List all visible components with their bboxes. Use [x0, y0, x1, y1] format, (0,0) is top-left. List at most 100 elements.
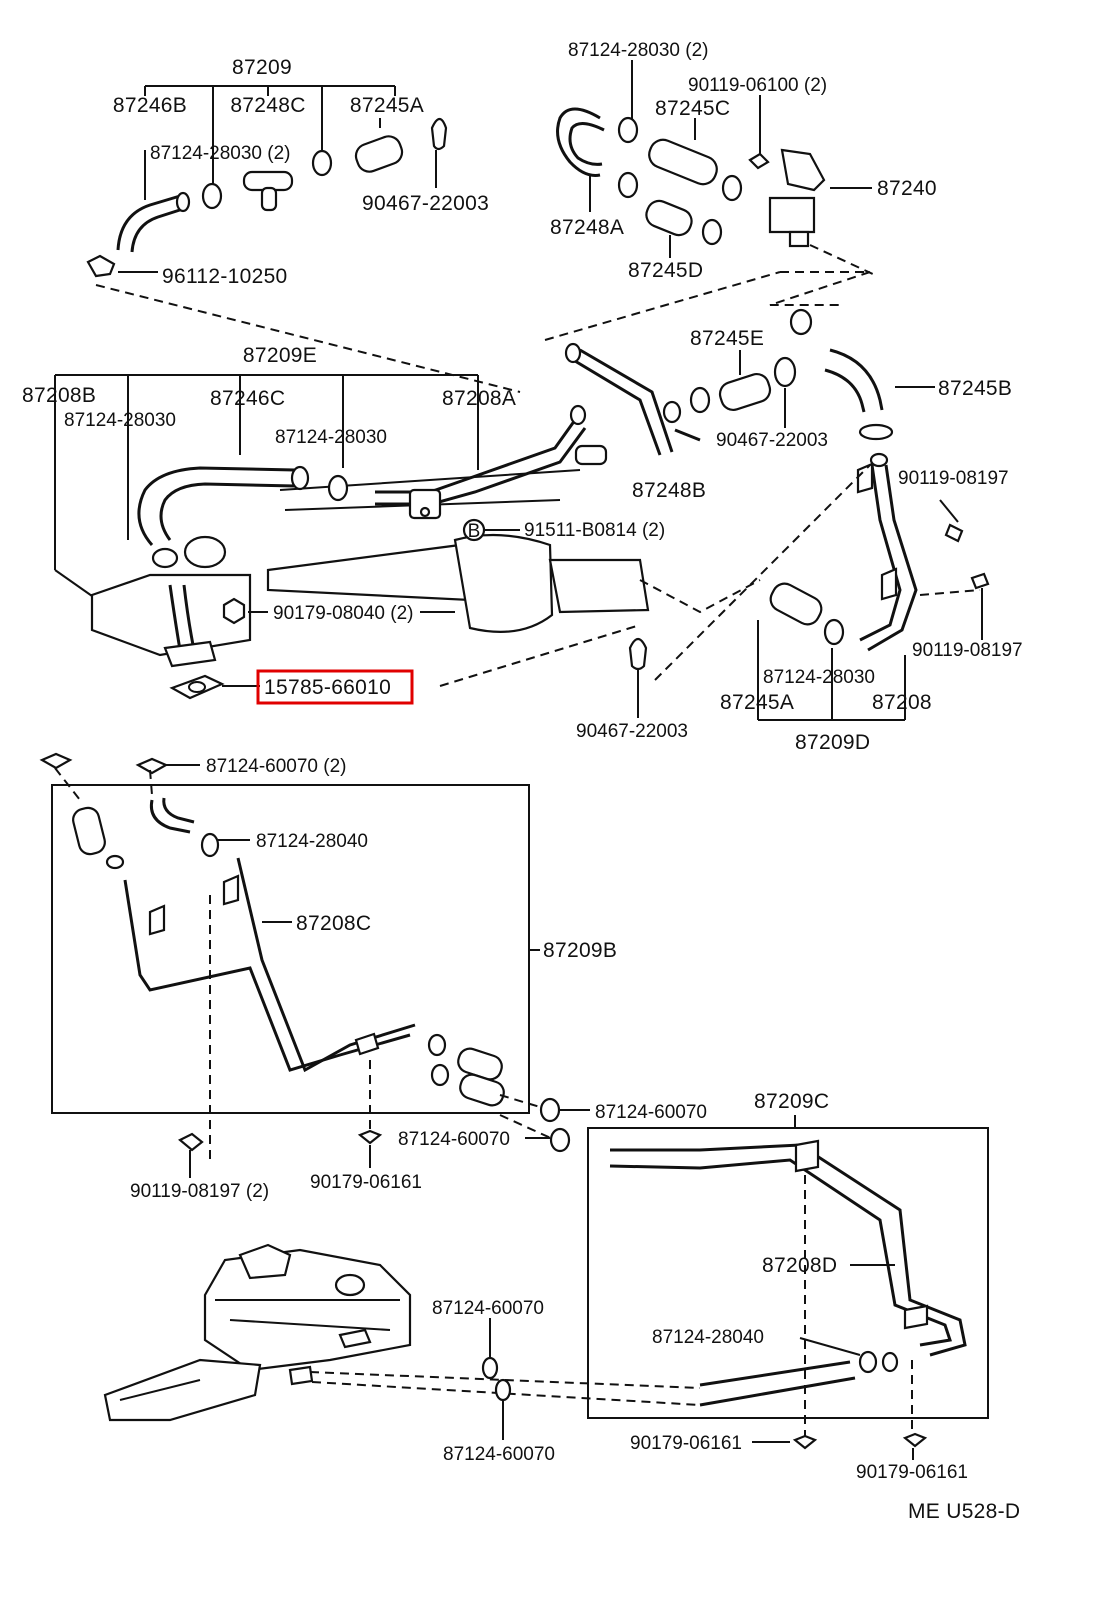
dash-line: [439, 624, 641, 687]
leaders-87240: [631, 60, 761, 158]
clamp: [494, 1378, 512, 1402]
leaders-90179: [752, 1441, 914, 1460]
pipe-bracket: [222, 874, 240, 906]
leaders-87209e: [54, 374, 479, 570]
callout-90179-06161-b: 90179-06161: [630, 1433, 742, 1454]
dash-line: [654, 464, 871, 681]
flange: [163, 640, 217, 668]
hose-87246c-edge: [159, 482, 296, 541]
heater-outlet: [288, 1365, 314, 1386]
callout-87245a: 87245A: [350, 94, 424, 117]
pipe-87208c-b: [236, 857, 416, 1073]
clamp: [151, 547, 179, 569]
heater-unit: [103, 1243, 701, 1440]
leader-lines-87209: [144, 85, 396, 185]
pipe-nipple: [674, 428, 701, 442]
clamp: [823, 618, 845, 646]
pipe-bracket: [856, 462, 874, 494]
callout-87124-60070-d: 87124-60070: [443, 1444, 555, 1465]
hose-87245a: [354, 135, 404, 173]
dash-line: [639, 579, 761, 614]
leaders-90119: [939, 499, 983, 640]
nut-90179: [357, 1129, 383, 1145]
pipe-bracket: [354, 1032, 380, 1056]
box-87209c: [587, 1127, 989, 1419]
callout-90179-06161-a: 90179-06161: [310, 1172, 422, 1193]
callout-87209: 87209: [232, 56, 292, 79]
callout-87209d: 87209D: [795, 731, 870, 754]
hose-short: [72, 806, 106, 856]
leaders-87245e: [739, 350, 786, 428]
hose-long: [699, 1360, 851, 1387]
hose-end: [290, 465, 310, 491]
callout-87124-60070-a: 87124-60070: [595, 1102, 707, 1123]
leaders-87124-60070-bottom: [489, 1318, 504, 1440]
clip-90467: [430, 117, 448, 151]
tee-branch: [260, 186, 278, 212]
clamp-top: [39, 752, 73, 770]
filler-cap: [183, 535, 227, 569]
clamp: [430, 1063, 450, 1087]
bolt-90119: [748, 152, 770, 170]
clamp: [481, 1356, 499, 1380]
hose-87246b-edge: [130, 206, 187, 253]
callout-87124-60070-2: 87124-60070 (2): [206, 756, 347, 777]
hose-bend: [149, 799, 191, 834]
gasket-15785: [169, 674, 225, 700]
heater-fitting: [334, 1273, 366, 1297]
clamp: [858, 423, 894, 441]
highlight-box: [256, 669, 414, 705]
callout-87248a: 87248A: [550, 216, 624, 239]
callout-90119-06100: 90119-06100 (2): [688, 75, 827, 96]
callout-87209e: 87209E: [243, 344, 317, 367]
tank-shape: [90, 573, 252, 657]
valve-bracket: [780, 148, 826, 192]
hose-long-edge: [699, 1376, 856, 1407]
clamp: [689, 386, 711, 414]
bolt-90119: [178, 1132, 204, 1152]
pipe-87208: [859, 464, 902, 642]
callout-87245c: 87245C: [655, 97, 730, 120]
nut-90179: [222, 597, 246, 625]
clip-90467-lower: [628, 637, 648, 671]
nut-90179: [792, 1434, 818, 1450]
callout-15785-66010: 15785-66010: [264, 676, 391, 699]
callout-90119-08197-b: 90119-08197: [912, 640, 1023, 661]
callout-90467-22003-c: 90467-22003: [576, 721, 688, 742]
callout-87124-28030-c: 87124-28030: [763, 667, 875, 688]
leader-lines-87209b: [144, 118, 381, 200]
pipe-bracket: [794, 1139, 820, 1173]
plug-96112: [86, 254, 116, 278]
callout-87208d: 87208D: [762, 1254, 837, 1277]
dash-line: [209, 895, 371, 1160]
clamp: [881, 1351, 899, 1373]
callout-87246c: 87246C: [210, 387, 285, 410]
callout-87245a-b: 87245A: [720, 691, 794, 714]
callout-87245d: 87245D: [628, 259, 703, 282]
clamp: [327, 474, 349, 502]
leaders-87248a: [589, 175, 671, 258]
callout-96112-10250: 96112-10250: [162, 265, 288, 288]
clamp-top: [135, 757, 169, 775]
heater-top: [238, 1243, 292, 1280]
heater-duct: [103, 1358, 262, 1422]
callout-87209b: 87209B: [543, 939, 617, 962]
leader-87208b: [54, 569, 93, 597]
dash-line: [919, 589, 981, 596]
bracket-hole: [419, 506, 431, 518]
callout-87208b: 87208B: [22, 384, 96, 407]
callout-87248b: 87248B: [632, 479, 706, 502]
callout-87240: 87240: [877, 177, 937, 200]
pipe-down: [168, 584, 182, 651]
callout-90467-22003-b: 90467-22003: [716, 430, 828, 451]
heater-fitting: [338, 1328, 372, 1349]
clamp: [789, 308, 813, 336]
callout-90467-22003: 90467-22003: [362, 192, 489, 215]
pipe-bracket: [408, 488, 442, 520]
callout-87124-28030-2: 87124-28030 (2): [150, 143, 291, 164]
clamp: [858, 1350, 878, 1374]
assembly-87209c: [587, 1115, 989, 1460]
hose-87246b: [116, 194, 181, 251]
